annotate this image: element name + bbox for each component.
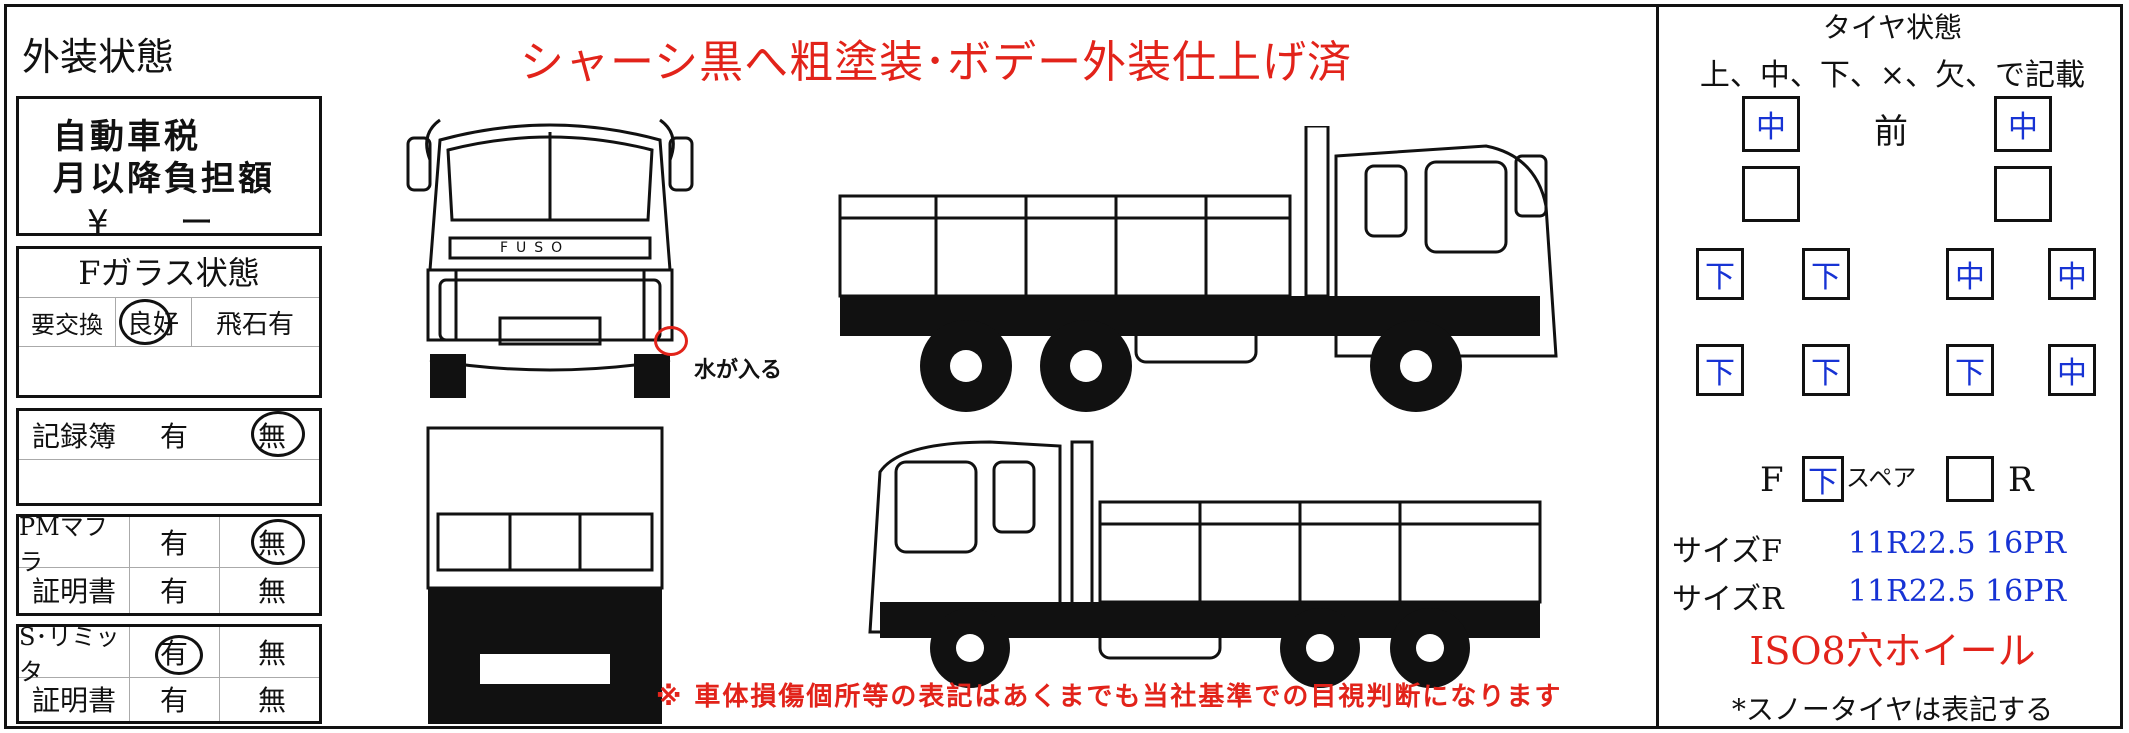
disclaimer-note: ※ 車体損傷個所等の表記はあくまでも当社基準での目視判断になります — [656, 682, 1563, 712]
spare-r-label: R — [2008, 460, 2034, 500]
sheet-frame — [4, 4, 2123, 729]
tire-rear2-2[interactable]: 下 — [1802, 344, 1850, 396]
tire-front-left[interactable]: 中 — [1742, 96, 1800, 152]
size-front-value: 11R22.5 16PR — [1848, 526, 2067, 561]
tire-rear1-2[interactable]: 下 — [1802, 248, 1850, 300]
tire-spare-rear[interactable] — [1946, 456, 1994, 502]
selected-circle — [155, 635, 203, 675]
glass-title: Fガラス状態 — [78, 254, 260, 292]
tire-rear2-4[interactable]: 中 — [2048, 344, 2096, 396]
tire-rear1-4[interactable]: 中 — [2048, 248, 2096, 300]
sl-cert-label: 証明書 — [31, 684, 116, 717]
tire-rear1-3[interactable]: 中 — [1946, 248, 1994, 300]
sl-no: 無 — [257, 637, 286, 670]
tire-rear2-1[interactable]: 下 — [1696, 344, 1744, 396]
tax-box: 自動車税 月以降負担額 ¥ ー — [16, 96, 322, 243]
tax-line-1: 自動車税 — [53, 117, 201, 157]
truck-rear-view-icon — [426, 426, 664, 724]
size-rear-value: 11R22.5 16PR — [1848, 574, 2067, 609]
tire-status-instruction: 上、中、下、×、欠、で記載 — [1699, 58, 2086, 93]
tax-amount: ¥ ー — [87, 203, 244, 243]
glass-opt-replace: 要交換 — [31, 310, 103, 339]
pm-label: PMマフラ — [19, 513, 108, 576]
glass-box: Fガラス状態 要交換 良好 飛石有 — [16, 246, 322, 398]
truck-side-view-icon — [838, 126, 1558, 412]
sl-label: S･リミッタ — [19, 623, 120, 686]
tire-front-right[interactable]: 中 — [1994, 96, 2052, 152]
pm-cert-no: 無 — [257, 575, 286, 608]
tire-front2-right[interactable] — [1994, 166, 2052, 222]
tire-spare-front[interactable]: 下 — [1802, 456, 1844, 502]
tax-line-2: 月以降負担額 — [53, 159, 275, 199]
sl-cert-row: 証明書 有 無 — [19, 677, 319, 721]
wheel-type-note: ISO8穴ホイール — [1749, 629, 2036, 673]
speed-limiter-box: S･リミッタ 有 無 証明書 有 無 — [16, 623, 322, 724]
front-label: 前 — [1874, 112, 1908, 152]
truck-side-view-left-icon — [868, 440, 1542, 688]
selected-circle — [119, 299, 171, 345]
selected-circle — [251, 411, 305, 457]
record-label: 記録簿 — [31, 420, 116, 453]
damage-marker — [654, 326, 688, 356]
svg-text:FUSO: FUSO — [500, 240, 570, 256]
tire-rear1-1[interactable]: 下 — [1696, 248, 1744, 300]
sl-cert-no: 無 — [257, 684, 286, 717]
spare-f-label: F — [1760, 460, 1784, 500]
right-divider — [1656, 4, 1659, 729]
tire-front2-left[interactable] — [1742, 166, 1800, 222]
selected-circle — [251, 519, 305, 565]
pm-cert-yes: 有 — [159, 575, 188, 608]
pm-muffler-box: PMマフラ 有 無 証明書 有 無 — [16, 513, 322, 616]
glass-opt-chip: 飛石有 — [215, 309, 294, 340]
pm-yes: 有 — [159, 527, 188, 560]
tire-rear2-3[interactable]: 下 — [1946, 344, 1994, 396]
record-yes: 有 — [159, 420, 188, 453]
spare-label: スペア — [1846, 464, 1917, 492]
pm-cert-label: 証明書 — [31, 575, 116, 608]
paint-note: シャーシ黒へ粗塗装･ボデー外装仕上げ済 — [520, 37, 1353, 88]
size-rear-label: サイズR — [1672, 582, 1784, 617]
sl-cert-yes: 有 — [159, 684, 188, 717]
record-box: 記録簿 有 無 — [16, 408, 322, 506]
exterior-title: 外装状態 — [22, 35, 175, 79]
size-front-label: サイズF — [1672, 534, 1782, 569]
tire-status-title: タイヤ状態 — [1822, 11, 1963, 44]
snow-tire-note: *スノータイヤは表記する — [1731, 693, 2054, 726]
water-leak-label: 水が入る — [694, 358, 783, 383]
pm-cert-row: 証明書 有 無 — [19, 567, 319, 613]
truck-front-view-icon: FUSO — [406, 118, 694, 398]
